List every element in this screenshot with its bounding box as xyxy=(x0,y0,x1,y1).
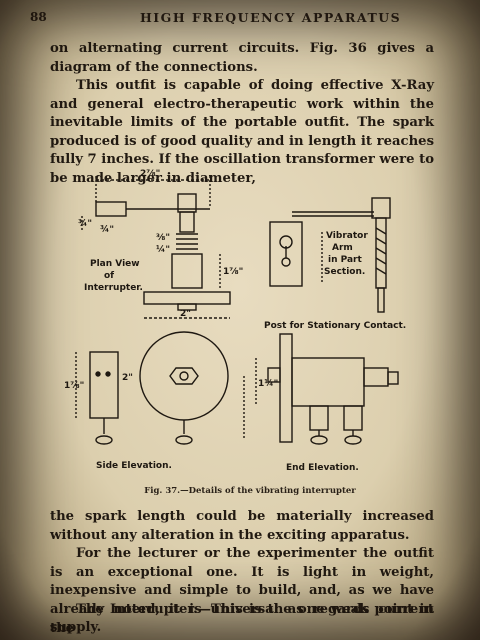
interrupter-diagram: 2⅞" ¾" ¾" ⅜" ¼" 1⅞" 2" 1⅞" 2" 1¼" Plan V… xyxy=(64,169,406,473)
page-header: 88 HIGH FREQUENCY APPARATUS xyxy=(30,10,450,30)
page-number: 88 xyxy=(30,10,47,24)
interrupter-heading: The Interrupter. xyxy=(76,602,198,617)
dim-frac-b: ¾" xyxy=(100,225,114,235)
running-head: HIGH FREQUENCY APPARATUS xyxy=(140,10,402,25)
plan-base xyxy=(143,291,231,305)
label-plan-view-1: Plan View xyxy=(90,259,140,269)
label-plan-view-3: Interrupter. xyxy=(84,283,143,293)
label-vibrator-3: in Part xyxy=(328,255,362,265)
plan-stem xyxy=(179,211,195,233)
figure-caption: Fig. 37.—Details of the vibrating interr… xyxy=(144,486,356,496)
paragraph-lecturer: For the lecturer or the experimenter the… xyxy=(50,546,434,635)
label-post-contact: Post for Stationary Contact. xyxy=(264,321,406,331)
end-coil-housing xyxy=(291,357,365,407)
label-vibrator-4: Section. xyxy=(324,267,365,277)
paragraph-interrupter: The Interrupter.—This is the one weak po… xyxy=(50,601,434,638)
paragraph-spark-length: the spark length could be materially inc… xyxy=(50,509,434,543)
paragraph-outfit-capability: This outfit is capable of doing effectiv… xyxy=(50,78,434,186)
label-plan-view-2: of xyxy=(104,271,114,281)
side-magnet-disc xyxy=(139,331,229,421)
dim-top-width: 2⅞" xyxy=(140,169,160,179)
plan-contact-block xyxy=(95,201,127,217)
dim-frac-d: ¼" xyxy=(156,244,170,255)
label-vibrator-2: Arm xyxy=(332,243,353,253)
dim-side-2: 2" xyxy=(122,373,133,383)
vibrator-head xyxy=(371,197,391,219)
side-nut xyxy=(169,367,199,385)
dim-bottom-width: 2" xyxy=(180,309,191,319)
dim-end-height: 1¼" xyxy=(258,378,278,389)
end-contact xyxy=(363,367,389,387)
label-vibrator-1: Vibrator xyxy=(326,231,368,241)
dim-plan-height: 1⅞" xyxy=(223,267,243,277)
dim-frac-a: ¾" xyxy=(78,219,92,229)
interrupter-text: —This is the one weak point in the xyxy=(50,602,434,636)
dim-side-height: 1⅞" xyxy=(64,381,84,391)
dim-frac-c: ⅜" xyxy=(156,233,170,243)
label-end-elevation: End Elevation. xyxy=(286,463,359,473)
post-stationary-contact xyxy=(269,221,303,287)
plan-coil xyxy=(171,253,203,289)
label-side-elevation: Side Elevation. xyxy=(96,461,172,471)
side-contact-block xyxy=(89,351,119,419)
paragraph-continuation: on alternating current circuits. Fig. 36… xyxy=(50,41,434,75)
figure-37: 2⅞" ¾" ¾" ⅜" ¼" 1⅞" 2" 1⅞" 2" 1¼" Plan V… xyxy=(60,162,440,502)
end-plate xyxy=(279,333,293,443)
